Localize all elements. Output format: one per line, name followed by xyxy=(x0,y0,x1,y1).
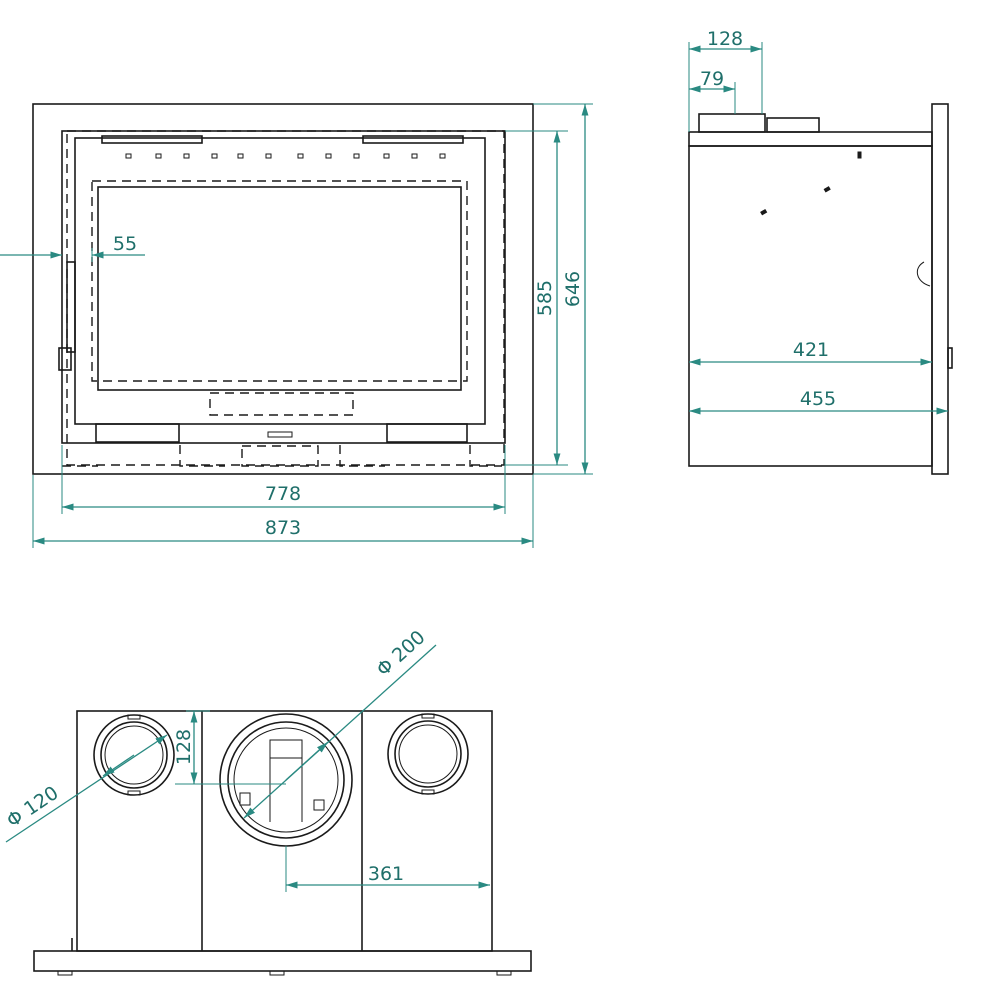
front-frame-outer xyxy=(32,103,534,475)
top-front-frame xyxy=(33,950,532,972)
side-knob xyxy=(947,347,953,369)
top-foot-center xyxy=(269,970,285,976)
front-top-slot-right xyxy=(362,135,464,144)
front-glass xyxy=(97,186,462,391)
side-rivet-1 xyxy=(857,151,862,159)
dim-label-79: 79 xyxy=(700,68,724,90)
dim-label-646: 646 xyxy=(562,271,584,307)
front-view: 778 873 646 585 55 xyxy=(0,103,593,548)
dim-label-361: 361 xyxy=(368,863,404,885)
front-base-center-hidden xyxy=(241,445,319,467)
small-flue-left xyxy=(93,714,175,796)
side-front-frame xyxy=(931,103,949,475)
dim-label-200: Φ 200 xyxy=(372,626,429,681)
front-body-hidden-outline xyxy=(66,130,505,466)
dim-label-585: 585 xyxy=(534,280,556,316)
side-body xyxy=(688,145,933,467)
dim-label-421: 421 xyxy=(793,339,829,361)
side-view: 128 79 421 455 xyxy=(688,28,953,475)
front-top-slot-left xyxy=(101,135,203,144)
front-air-slot xyxy=(209,392,354,416)
front-base-hidden xyxy=(62,445,502,467)
front-bolt-row xyxy=(125,153,446,159)
dim-label-128-side: 128 xyxy=(707,28,743,50)
top-body xyxy=(76,710,493,952)
dim-label-55: 55 xyxy=(113,233,137,255)
side-rivet-2 xyxy=(823,186,831,193)
top-foot-right xyxy=(496,970,512,976)
front-bottom-bracket-right xyxy=(386,423,468,443)
dim-line-200 xyxy=(243,644,437,819)
side-flue-collar-right xyxy=(766,117,820,133)
side-rivet-3 xyxy=(760,208,768,216)
small-flue-right xyxy=(387,713,469,795)
front-bottom-bracket-left xyxy=(95,423,180,443)
front-door-hinge xyxy=(58,347,72,371)
side-top-plate xyxy=(688,131,933,147)
dim-label-455: 455 xyxy=(800,388,836,410)
front-frame-inner xyxy=(61,130,506,444)
dim-label-128-top: 128 xyxy=(173,729,195,765)
front-door-handle xyxy=(66,261,76,353)
front-bottom-latch xyxy=(267,431,293,438)
dim-label-873: 873 xyxy=(265,517,301,539)
side-flue-collar-left xyxy=(698,113,766,133)
side-handle xyxy=(916,261,931,287)
front-glass-hidden-outline xyxy=(91,180,468,382)
top-view: Φ 200 Φ 120 128 361 xyxy=(3,626,532,976)
top-foot-left xyxy=(57,970,73,976)
dim-label-778: 778 xyxy=(265,483,301,505)
dim-line-120 xyxy=(5,734,168,843)
